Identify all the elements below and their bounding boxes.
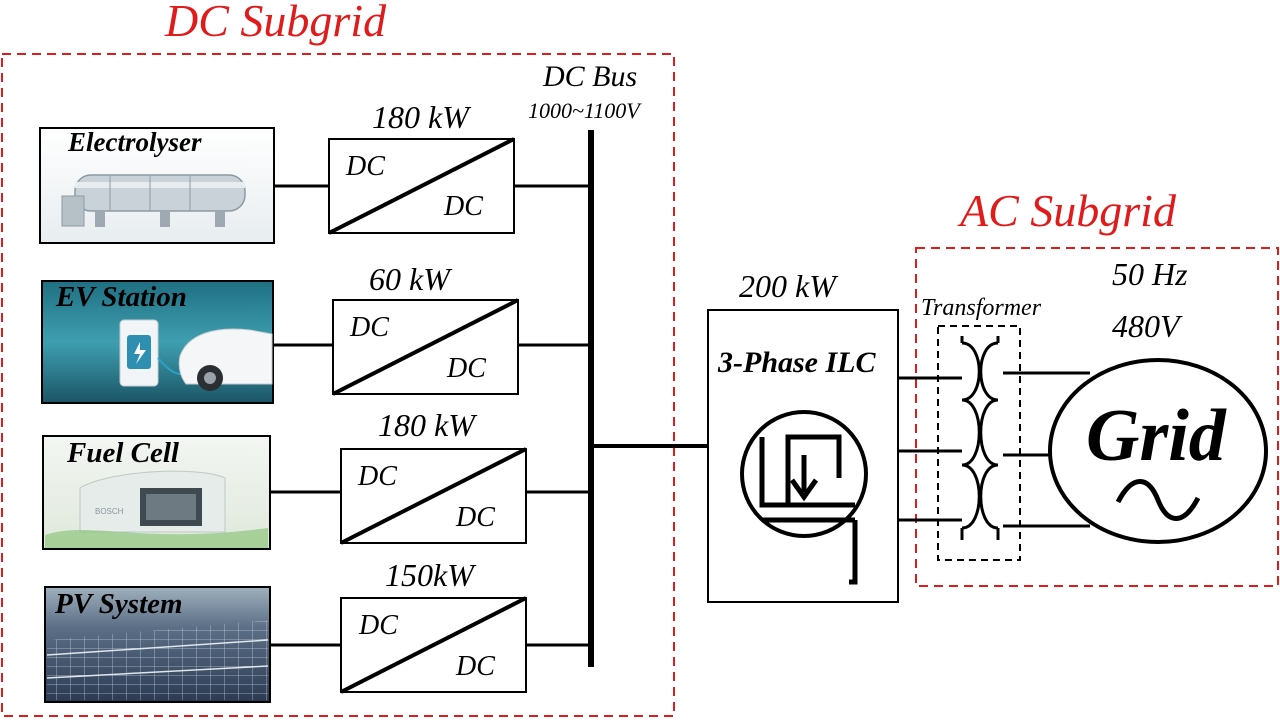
converter-output-label: DC [455,651,495,682]
electrolyser-source: Electrolyser [39,127,275,244]
electrolyser-label: Electrolyser [67,127,202,157]
pv-system-rating: 150kW [385,557,477,593]
ilc-label: 3-Phase ILC [717,346,876,379]
grid-circle [1048,358,1268,544]
utility-grid: Grid [1048,358,1268,544]
fuel-cell-label: Fuel Cell [66,437,180,469]
ac-sine-icon [1115,479,1201,521]
electrolyser-dcdc-converter: DC DC [328,137,515,235]
dc-subgrid-title: DC Subgrid [164,0,387,46]
ilc-rating: 200 kW [739,268,839,304]
dc-subgrid-border [1,53,675,717]
grid-voltage: 480V [1112,308,1183,344]
converter-input-label: DC [358,610,398,641]
transformer-label: Transformer [921,295,1042,321]
converter-input-label: DC [349,312,389,343]
converter-diagonal [332,298,519,396]
pv-system-label: PV System [54,588,183,620]
ev-station-dcdc-converter: DC DC [332,298,519,396]
ac-subgrid-title: AC Subgrid [957,185,1177,236]
fuel-cell-rating: 180 kW [378,407,478,443]
converter-output-label: DC [446,353,486,384]
electrolyser-icon [74,174,246,212]
primary-winding-icon [961,341,981,530]
converter-output-label: DC [455,502,495,533]
converter-input-label: DC [357,461,397,492]
igbt-switch-icon [740,410,868,585]
converter-diagonal [340,596,527,694]
ev-station-source: EV Station [41,280,274,404]
pv-system-source: PV System [44,586,271,703]
grid-label: Grid [1086,395,1227,477]
ev-station-rating: 60 kW [369,261,453,297]
three-phase-ilc: 200 kW 3-Phase ILC [707,268,899,603]
electrolyser-rating: 180 kW [372,99,472,135]
pv-panel-icon [47,620,268,700]
dc-bus-voltage: 1000~1100V [528,98,642,123]
transformer-box [937,325,1021,561]
svg-text:BOSCH: BOSCH [95,507,124,516]
secondary-winding-icon [979,341,999,530]
pv-system-dcdc-converter: DC DC [340,596,527,694]
grid-frequency: 50 Hz [1112,256,1188,292]
converter-diagonal [328,137,515,235]
fuel-cell-source: BOSCH Fuel Cell [42,435,271,550]
converter-output-label: DC [443,191,483,222]
ac-subgrid-border [915,247,1279,587]
converter-input-label: DC [345,151,385,182]
converter-diagonal [340,447,527,545]
transformer: Transformer [921,295,1042,561]
ev-station-label: EV Station [55,281,187,313]
fuel-cell-dcdc-converter: DC DC [340,447,527,545]
dc-bus-label: DC Bus [542,60,637,93]
